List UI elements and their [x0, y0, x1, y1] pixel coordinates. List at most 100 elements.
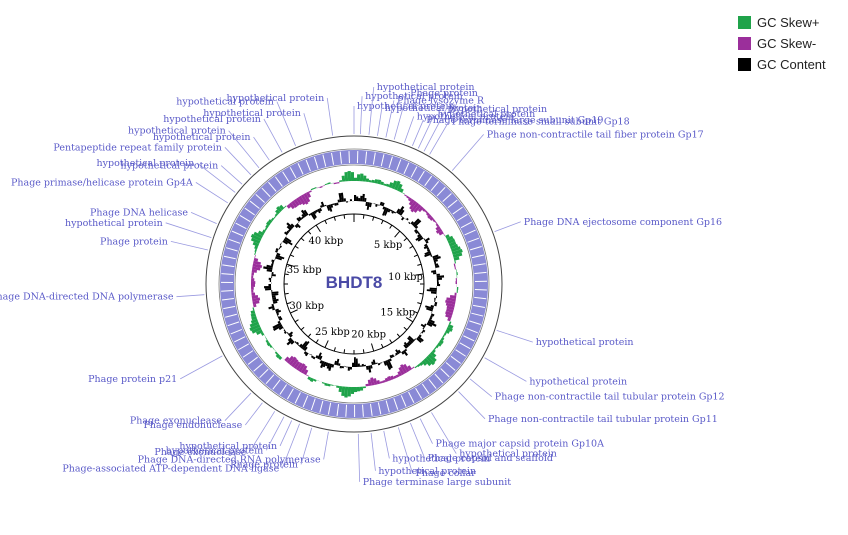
leader-line — [494, 221, 521, 232]
gc-skew-segment — [447, 238, 456, 244]
gc-content-segment — [417, 233, 422, 238]
gene-ring-inner-border — [234, 164, 474, 404]
gene-boundary — [469, 320, 481, 326]
gc-content-segment — [431, 270, 437, 273]
minor-tick — [417, 263, 422, 266]
gc-content-segment — [354, 195, 357, 202]
gc-skew-segment — [433, 346, 437, 351]
gc-content-segment — [430, 291, 437, 295]
gene-label: hypothetical protein — [153, 132, 251, 143]
gc-content-segment — [430, 313, 435, 317]
gc-skew-segment — [322, 185, 326, 187]
gc-content-segment — [308, 213, 312, 216]
gene-boundary — [388, 156, 393, 169]
gc-skew-segment — [316, 186, 320, 189]
gene-label: Phage terminase large subunit Gp19 — [426, 115, 603, 126]
gene-boundary — [447, 199, 458, 209]
gc-content-segment — [275, 248, 279, 251]
gc-skew-segment — [394, 180, 401, 191]
gene-boundary — [331, 152, 335, 165]
gene-boundary — [400, 395, 407, 407]
gene-label: Phage exonuclease — [130, 416, 222, 427]
gc-content-segment — [436, 294, 437, 297]
gc-content-segment — [313, 210, 317, 214]
gc-content-segment — [320, 201, 325, 208]
gc-skew-segment — [445, 329, 450, 334]
minor-tick — [343, 214, 346, 219]
genome-title: BHDT8 — [326, 273, 383, 292]
gc-skew-segment — [305, 374, 309, 377]
gc-content-segment — [359, 365, 363, 367]
gc-skew-segment — [308, 190, 312, 193]
gc-content-segment — [271, 272, 274, 275]
gc-skew-segment — [288, 202, 295, 210]
gc-content-segment — [324, 204, 327, 207]
gene-boundary — [268, 181, 277, 192]
gene-boundary — [434, 373, 444, 384]
gc-skew-segment — [267, 219, 273, 224]
gc-skew-segment — [368, 179, 372, 183]
gc-content-segment — [268, 284, 272, 287]
gc-content-segment — [403, 341, 410, 348]
gene-label: Phage protein — [410, 88, 478, 99]
gene-boundary — [455, 349, 466, 357]
gene-boundary — [450, 355, 461, 364]
gc-skew-segment — [454, 266, 456, 270]
leader-line — [170, 241, 208, 251]
gc-content-segment — [300, 209, 307, 217]
leader-line — [368, 86, 375, 135]
gc-skew-segment — [319, 380, 323, 382]
gc-content-segment — [423, 245, 429, 250]
gc-content-segment — [326, 205, 331, 211]
gc-skew-segment — [279, 204, 285, 211]
gc-skew-segment — [424, 210, 428, 214]
gc-content-segment — [404, 348, 408, 352]
gc-skew-segment — [449, 295, 457, 299]
gc-content-segment — [411, 218, 420, 227]
gc-content-segment — [406, 342, 411, 347]
gc-content-segment — [319, 360, 323, 364]
gc-content-segment — [371, 202, 374, 204]
gc-skew-segment — [339, 180, 343, 183]
gc-content-segment — [303, 209, 309, 216]
gc-content-segment — [270, 263, 274, 267]
gc-content-segment — [382, 206, 386, 210]
gc-content-segment — [310, 355, 314, 359]
gc-content-segment — [391, 354, 395, 358]
minor-tick — [389, 224, 393, 229]
legend-item-gc-skew-minus: GC Skew- — [738, 33, 826, 54]
gc-skew-segment — [390, 375, 395, 380]
gc-content-segment — [434, 301, 438, 305]
gc-skew-segment — [250, 310, 256, 315]
gc-content-segment — [281, 241, 283, 244]
gene-boundary — [274, 176, 283, 187]
gc-skew-segment — [250, 233, 262, 242]
gc-content-segment — [278, 247, 281, 250]
gc-skew-segment — [445, 313, 452, 319]
gc-skew-segment — [455, 269, 457, 273]
gc-skew-segment — [435, 344, 440, 349]
gc-content-segment — [364, 197, 367, 202]
gc-skew-segment — [262, 229, 266, 234]
gc-skew-segment — [303, 192, 311, 203]
gc-content-segment — [407, 220, 410, 222]
gene-label: hypothetical protein — [392, 454, 490, 465]
gc-skew-segment — [417, 206, 424, 213]
leader-line — [224, 147, 252, 176]
gc-content-segment — [271, 273, 276, 277]
gc-skew-segment — [446, 326, 453, 332]
gc-content-segment — [283, 331, 287, 335]
gc-skew-segment — [409, 200, 417, 210]
gc-skew-segment — [437, 342, 442, 347]
gc-content-segment — [334, 360, 337, 366]
minor-tick — [362, 349, 365, 354]
gc-skew-segment — [410, 202, 420, 213]
gene-boundary — [345, 404, 348, 417]
gc-skew-segment — [303, 369, 309, 376]
gc-content-segment — [288, 331, 294, 336]
gc-skew-segment — [251, 286, 254, 290]
gc-skew-segment — [347, 386, 352, 397]
gc-content-segment — [421, 331, 424, 334]
gc-content-segment — [303, 351, 307, 355]
gene-boundary — [259, 368, 269, 379]
